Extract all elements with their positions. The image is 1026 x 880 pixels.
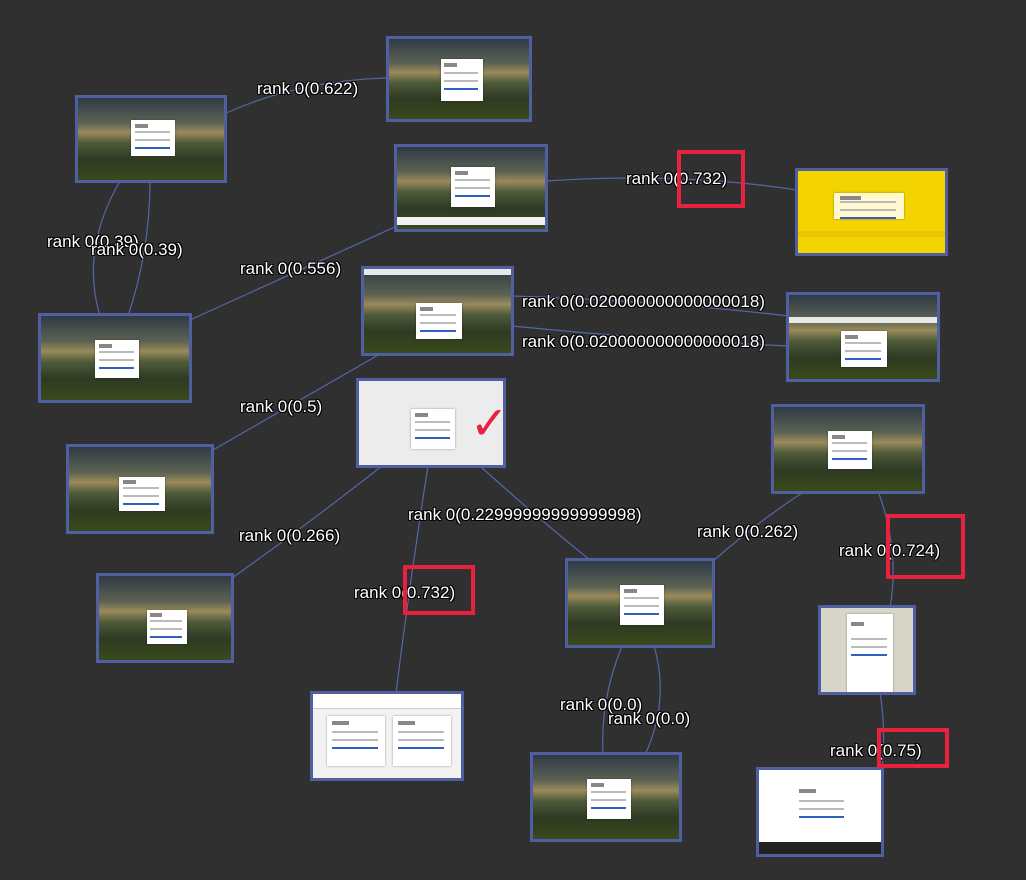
edge-line (511, 325, 790, 347)
graph-node-screenshot[interactable] (530, 752, 682, 842)
graph-node-login-page[interactable] (756, 767, 884, 857)
edge-label: rank 0(0.0) (608, 709, 691, 728)
graph-node-screenshot[interactable] (96, 573, 234, 663)
graph-node-screenshot[interactable] (771, 404, 925, 494)
edge-label: rank 0(0.22999999999999998) (408, 505, 642, 524)
graph-node-screenshot[interactable] (66, 444, 214, 534)
edge-line (189, 225, 398, 321)
edge-line (479, 465, 591, 561)
edge-line (225, 77, 390, 114)
highlight-box (886, 514, 965, 579)
edge-label: rank 0(0.39) (91, 240, 183, 259)
edge-line (395, 465, 429, 694)
edge-line (231, 465, 383, 579)
highlight-box (677, 150, 745, 208)
graph-node-screenshot[interactable] (386, 36, 532, 122)
edge-line (127, 180, 151, 317)
edge-line (711, 490, 806, 563)
edge-line (92, 180, 121, 317)
edge-line (212, 353, 381, 451)
edge-label: rank 0(0.75) (830, 741, 922, 760)
edge-line (644, 645, 661, 756)
edge-label: rank 0(0.262) (697, 522, 799, 541)
checkmark-icon: ✓ (470, 396, 509, 450)
graph-node-screenshot[interactable] (786, 292, 940, 382)
edge-label: rank 0(0.622) (257, 79, 359, 98)
graph-node-selected[interactable] (356, 378, 506, 468)
edge-label: rank 0(0.5) (240, 397, 323, 416)
highlight-box (877, 728, 949, 768)
graph-node-screenshot[interactable] (38, 313, 192, 403)
graph-node-form-page[interactable] (818, 605, 916, 695)
graph-node-form-page[interactable] (310, 691, 464, 781)
edge-label: rank 0(0.556) (240, 259, 342, 278)
highlight-box (403, 565, 475, 615)
edge-line (511, 295, 790, 317)
edge-label: rank 0(0.266) (239, 526, 341, 545)
edge-label: rank 0(0.0) (560, 695, 643, 714)
edge-line (602, 645, 623, 756)
edge-label: rank 0(0.732) (626, 169, 728, 188)
graph-node-dhl-page[interactable] (795, 168, 948, 256)
edge-line (877, 490, 894, 609)
graph-node-screenshot[interactable] (75, 95, 227, 183)
graph-node-screenshot[interactable] (565, 558, 715, 648)
graph-node-screenshot[interactable] (361, 266, 514, 356)
edge-label: rank 0(0.39) (47, 232, 139, 251)
edge-label: rank 0(0.020000000000000018) (522, 332, 765, 351)
graph-node-screenshot[interactable] (394, 144, 548, 232)
edge-line (545, 177, 798, 191)
edge-label: rank 0(0.020000000000000018) (522, 292, 765, 311)
